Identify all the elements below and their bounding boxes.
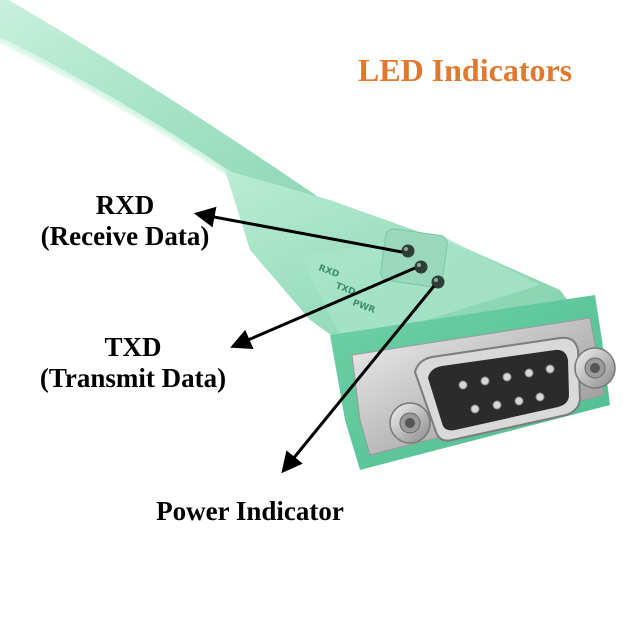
arrow-power [281,285,436,474]
cable [0,0,330,205]
callout-txd-name: TXD [104,332,162,362]
pin [502,372,512,382]
callout-power-name: Power Indicator [156,496,344,526]
diagram-title: LED Indicators [357,52,573,88]
pin-insulator [428,349,569,431]
screw-left [389,402,431,444]
led-window [380,228,448,288]
led-rxd [401,244,415,258]
callout-txd: TXD (Transmit Data) [0,332,266,394]
pin [524,368,534,378]
callout-rxd-name: RXD [95,190,155,220]
pin [458,380,468,390]
pin [514,396,524,406]
callout-power: Power Indicator [100,496,400,527]
arrow-rxd [193,206,403,254]
pin [545,364,555,374]
pin [535,392,545,402]
callout-rxd-description: (Receive Data) [40,221,210,252]
pin [492,400,502,410]
led-txd [414,260,428,274]
arrow-txd [230,266,416,349]
pins [458,364,555,414]
screw-right [574,347,616,389]
callout-txd-description: (Transmit Data) [39,363,227,394]
callout-rxd: RXD (Receive Data) [0,190,250,252]
pin [480,376,490,386]
pin [470,404,480,414]
